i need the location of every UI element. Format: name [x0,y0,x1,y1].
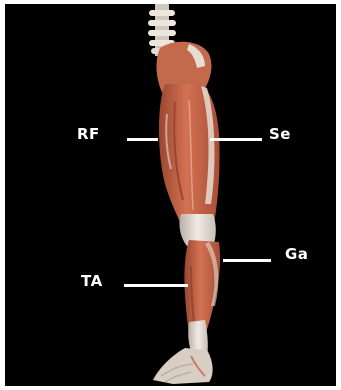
pointer-line-ga [223,259,271,262]
pointer-line-rf [127,138,158,141]
leg-muscle-illustration [5,4,336,386]
pointer-line-ta [124,284,188,287]
pointer-line-se [210,138,262,141]
label-se: Se [269,127,291,142]
anatomy-figure: RF Se Ga TA [5,4,336,386]
label-ga: Ga [285,247,308,262]
label-ta: TA [81,274,103,289]
label-rf: RF [77,127,100,142]
